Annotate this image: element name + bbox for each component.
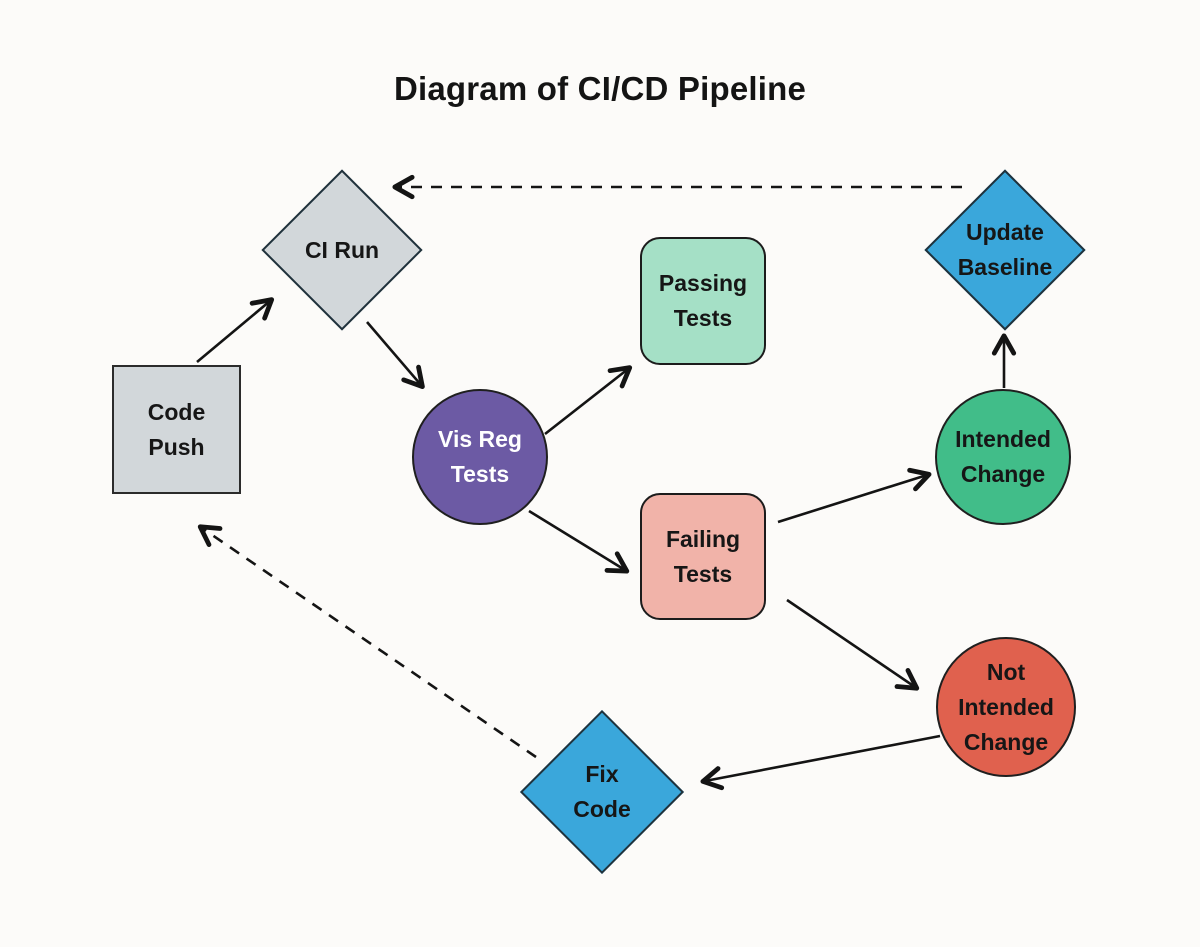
ci-run-diamond-label: CI Run	[260, 168, 424, 332]
node-update-baseline-label-line: Update	[966, 219, 1044, 245]
node-intended-change: Intended Change	[935, 389, 1071, 525]
diagram-title: Diagram of CI/CD Pipeline	[393, 70, 807, 107]
update-baseline-diamond-label: Update Baseline	[923, 168, 1087, 332]
node-not-intended-change-label-line: Not	[986, 658, 1026, 685]
node-vis-reg-tests: Vis Reg Tests	[412, 389, 548, 525]
node-passing-tests-label-line: Passing	[658, 270, 748, 296]
node-update-baseline: Update Baseline	[924, 169, 1086, 331]
edge-ci-run-to-vis-reg-tests	[366, 321, 425, 390]
edge-failing-tests-to-intended-change	[777, 467, 932, 524]
node-passing-tests: Passing Tests	[640, 237, 766, 365]
node-vis-reg-tests-label-line: Vis Reg	[438, 426, 522, 452]
node-not-intended-change-label-line: Change	[963, 728, 1049, 755]
edge-not-intended-change-to-fix-code	[700, 734, 941, 791]
node-vis-reg-tests-label-line: Tests	[450, 461, 510, 487]
node-ci-run-label-line: CI Run	[304, 236, 380, 263]
node-update-baseline-label-line: Baseline	[957, 254, 1053, 280]
fix-code-diamond-label: Fix Code	[519, 709, 685, 875]
node-fix-code-label-line: Code	[573, 796, 631, 822]
edge-code-push-to-ci-run	[196, 297, 275, 363]
node-failing-tests-label-line: Tests	[673, 560, 733, 587]
node-not-intended-change: Not Intended Change	[936, 637, 1076, 777]
node-code-push-label-line: Push	[148, 433, 205, 460]
node-code-push-label-line: Code	[147, 398, 206, 425]
node-ci-run: CI Run	[261, 169, 423, 331]
node-code-push: Code Push	[112, 365, 241, 494]
node-failing-tests-label-line: Failing	[665, 525, 741, 552]
node-failing-tests: Failing Tests	[640, 493, 766, 620]
edge-vis-reg-tests-to-failing-tests	[528, 509, 630, 574]
node-fix-code-label-line: Fix	[585, 761, 619, 787]
edge-vis-reg-tests-to-passing-tests	[544, 365, 633, 436]
edge-failing-tests-to-not-intended-change	[786, 598, 920, 691]
edge-fix-code-to-code-push-dashed	[197, 524, 537, 759]
node-not-intended-change-label-line: Intended	[958, 693, 1054, 720]
node-passing-tests-label-line: Tests	[673, 305, 733, 331]
node-intended-change-label-line: Intended	[955, 426, 1051, 452]
node-intended-change-label-line: Change	[960, 461, 1046, 487]
node-fix-code: Fix Code	[519, 709, 685, 875]
